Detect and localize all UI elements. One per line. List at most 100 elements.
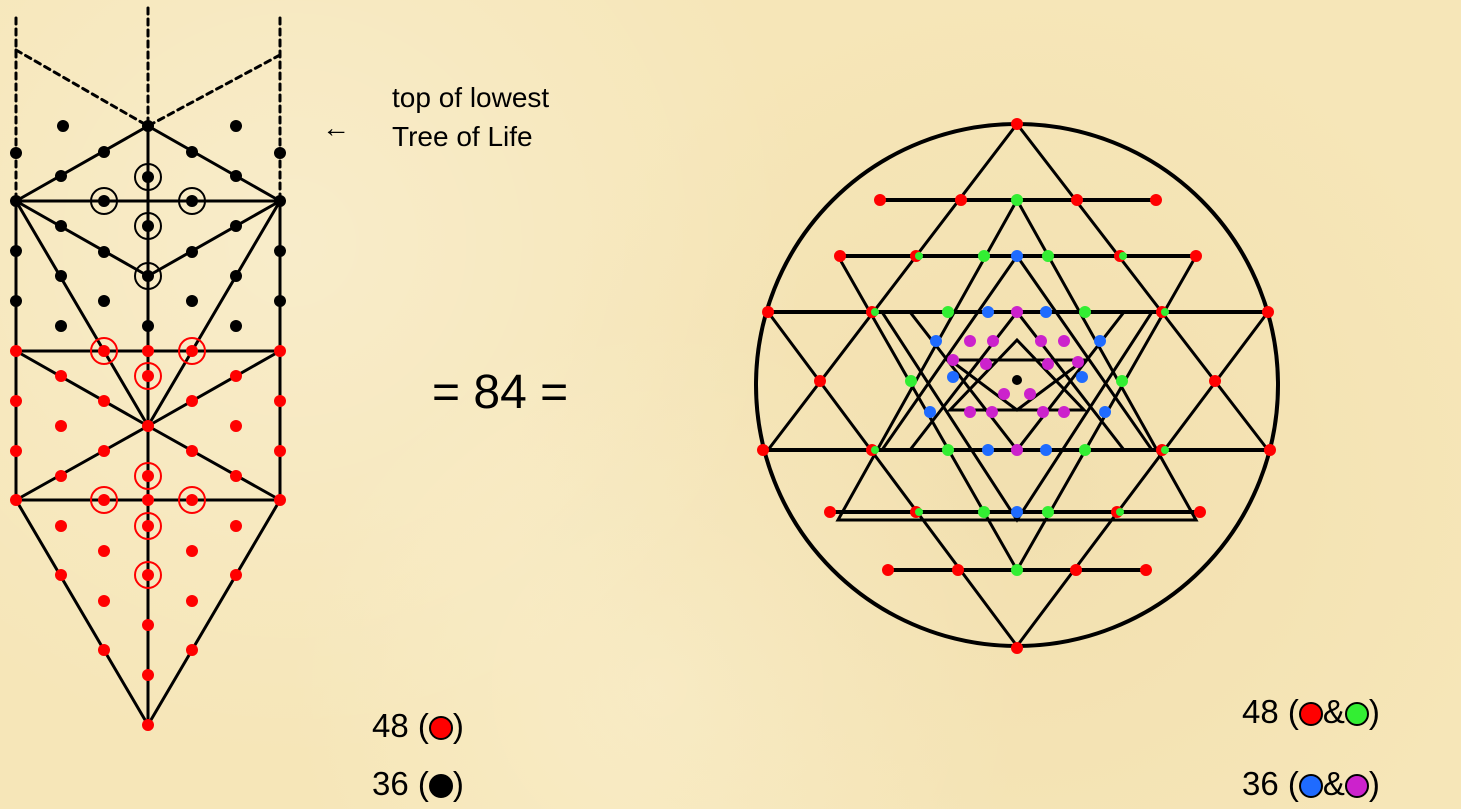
tree-point <box>186 345 198 357</box>
tree-point <box>274 195 286 207</box>
yantra-point <box>982 306 994 318</box>
yantra-point <box>930 335 942 347</box>
tree-point <box>98 195 110 207</box>
yantra-point <box>1058 335 1070 347</box>
yantra-point <box>1040 306 1052 318</box>
tree-point <box>186 295 198 307</box>
tree-point <box>55 320 67 332</box>
left-count-black: 36 <box>372 765 409 802</box>
tree-point <box>142 171 154 183</box>
tree-ring <box>178 337 206 365</box>
left-legend-row-red: 48 () <box>372 707 464 744</box>
tree-point <box>55 270 67 282</box>
yantra-point <box>882 564 894 576</box>
tree-point <box>142 470 154 482</box>
tree-path <box>14 199 150 278</box>
dashed-right-diagonal <box>146 53 282 128</box>
tree-point <box>142 719 154 731</box>
yantra-point <box>1194 506 1206 518</box>
right-legend-row-red-green: 48 (&) <box>1242 693 1380 730</box>
tree-point <box>142 520 154 532</box>
tree-point <box>98 246 110 258</box>
yantra-point <box>1094 335 1106 347</box>
tree-ring <box>90 187 118 215</box>
tree-point <box>230 569 242 581</box>
tree-point <box>274 295 286 307</box>
right-legend-row-blue-magenta: 36 (&) <box>1242 765 1380 802</box>
tree-point <box>186 445 198 457</box>
yantra-point <box>1161 308 1169 316</box>
yantra-point <box>982 444 994 456</box>
yantra-point <box>1037 406 1049 418</box>
yantra-point <box>947 354 959 366</box>
tree-point <box>230 220 242 232</box>
yantra-point <box>1076 371 1088 383</box>
tree-point <box>274 494 286 506</box>
yantra-point <box>978 250 990 262</box>
yantra-point <box>1070 564 1082 576</box>
tree-point <box>57 120 69 132</box>
yantra-point <box>1024 388 1036 400</box>
yantra-point <box>952 564 964 576</box>
tree-point <box>142 220 154 232</box>
tree-point <box>10 195 22 207</box>
ampersand: & <box>1322 693 1345 730</box>
yantra-triangle <box>764 121 1272 452</box>
tree-point <box>274 445 286 457</box>
magenta-dot-icon <box>1344 774 1369 798</box>
tree-point <box>55 170 67 182</box>
tree-point <box>230 370 242 382</box>
tree-point <box>142 669 154 681</box>
tree-ring <box>134 362 162 390</box>
red-dot-icon <box>428 716 453 740</box>
annotation-line-1: top of lowest <box>392 82 550 113</box>
blue-dot-icon <box>1298 774 1323 798</box>
tree-point <box>186 246 198 258</box>
tree-point <box>55 569 67 581</box>
yantra-point <box>871 308 879 316</box>
tree-point <box>142 494 154 506</box>
tree-point <box>186 494 198 506</box>
tree-ring <box>178 486 206 514</box>
tree-point <box>230 520 242 532</box>
tree-point <box>230 170 242 182</box>
yantra-point <box>1035 335 1047 347</box>
tree-point <box>10 395 22 407</box>
yantra-point <box>1040 444 1052 456</box>
yantra-point <box>834 250 846 262</box>
yantra-point <box>905 375 917 387</box>
yantra-point <box>998 388 1010 400</box>
tree-point <box>186 395 198 407</box>
tree-ring <box>134 262 162 290</box>
tree-path <box>14 199 150 428</box>
yantra-point <box>942 306 954 318</box>
yantra-point <box>1058 406 1070 418</box>
yantra-point <box>1042 250 1054 262</box>
right-count-blue-magenta: 36 <box>1242 765 1279 802</box>
tree-path <box>14 124 150 203</box>
tree-path <box>146 199 282 278</box>
yantra-point <box>1042 358 1054 370</box>
tree-path <box>146 199 282 428</box>
tree-point <box>98 494 110 506</box>
tree-point <box>142 270 154 282</box>
yantra-point <box>924 406 936 418</box>
yantra-point <box>1116 508 1124 516</box>
yantra-point <box>947 371 959 383</box>
left-legend-row-black: 36 () <box>372 765 464 802</box>
tree-point <box>230 270 242 282</box>
yantra-point <box>1072 356 1084 368</box>
yantra-point <box>955 194 967 206</box>
tree-point <box>55 420 67 432</box>
yantra-point <box>1071 194 1083 206</box>
tree-path <box>14 498 150 727</box>
tree-point <box>186 146 198 158</box>
yantra-triangle <box>879 253 1155 452</box>
yantra-point <box>1209 375 1221 387</box>
tree-point <box>10 295 22 307</box>
tree-point <box>55 220 67 232</box>
tree-point <box>55 520 67 532</box>
yantra-point <box>1140 564 1152 576</box>
tree-point <box>186 644 198 656</box>
tree-point <box>186 545 198 557</box>
